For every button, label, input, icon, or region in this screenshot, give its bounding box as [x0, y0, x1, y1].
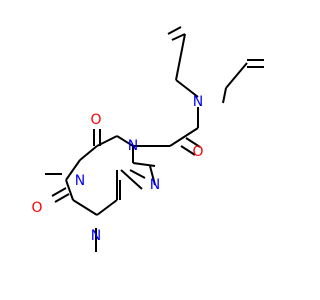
ring-bond [65, 159, 81, 181]
oxygen-atom-bottom: O [31, 200, 42, 216]
oxygen-atom-top: O [90, 112, 101, 128]
ring-bond [132, 162, 156, 167]
carbonyl-double-bond-b [180, 145, 196, 156]
ring-bond [72, 199, 98, 216]
nitrogen-atom-amide: N [193, 94, 203, 110]
bond-layer [45, 26, 264, 252]
ring-double-bond [129, 169, 146, 179]
molecule-canvas: O N O N N N O N [31, 26, 264, 252]
nitrogen-atom-n9: N [150, 177, 160, 193]
carbonyl-ch2-bond [169, 127, 199, 147]
nitrogen-atom-n3: N [91, 228, 101, 244]
allyl1-bond [175, 33, 186, 81]
ring-bond [120, 169, 143, 190]
ring-bond [79, 145, 98, 161]
oxygen-atom-amide: O [192, 144, 203, 160]
allyl1-bond [175, 79, 199, 98]
allyl1-double-bond-b [167, 26, 182, 35]
allyl2-bond [225, 62, 248, 89]
allyl1-double-bond-a [171, 33, 186, 41]
ring-bond [96, 199, 118, 216]
ring-bond [65, 179, 74, 201]
carbonyl-double-bond-a [185, 137, 201, 148]
nitrogen-atom-n1: N [75, 173, 85, 189]
allyl2-bond [222, 87, 227, 104]
ring-bond [116, 135, 134, 147]
ring-bond [149, 165, 156, 186]
c2-oxygen-double-bond-a [51, 187, 67, 197]
nitrogen-atom-n7: N [128, 138, 138, 154]
atom-label-layer: O N O N N N O N [31, 94, 203, 244]
c2-oxygen-double-bond-b [54, 193, 70, 203]
